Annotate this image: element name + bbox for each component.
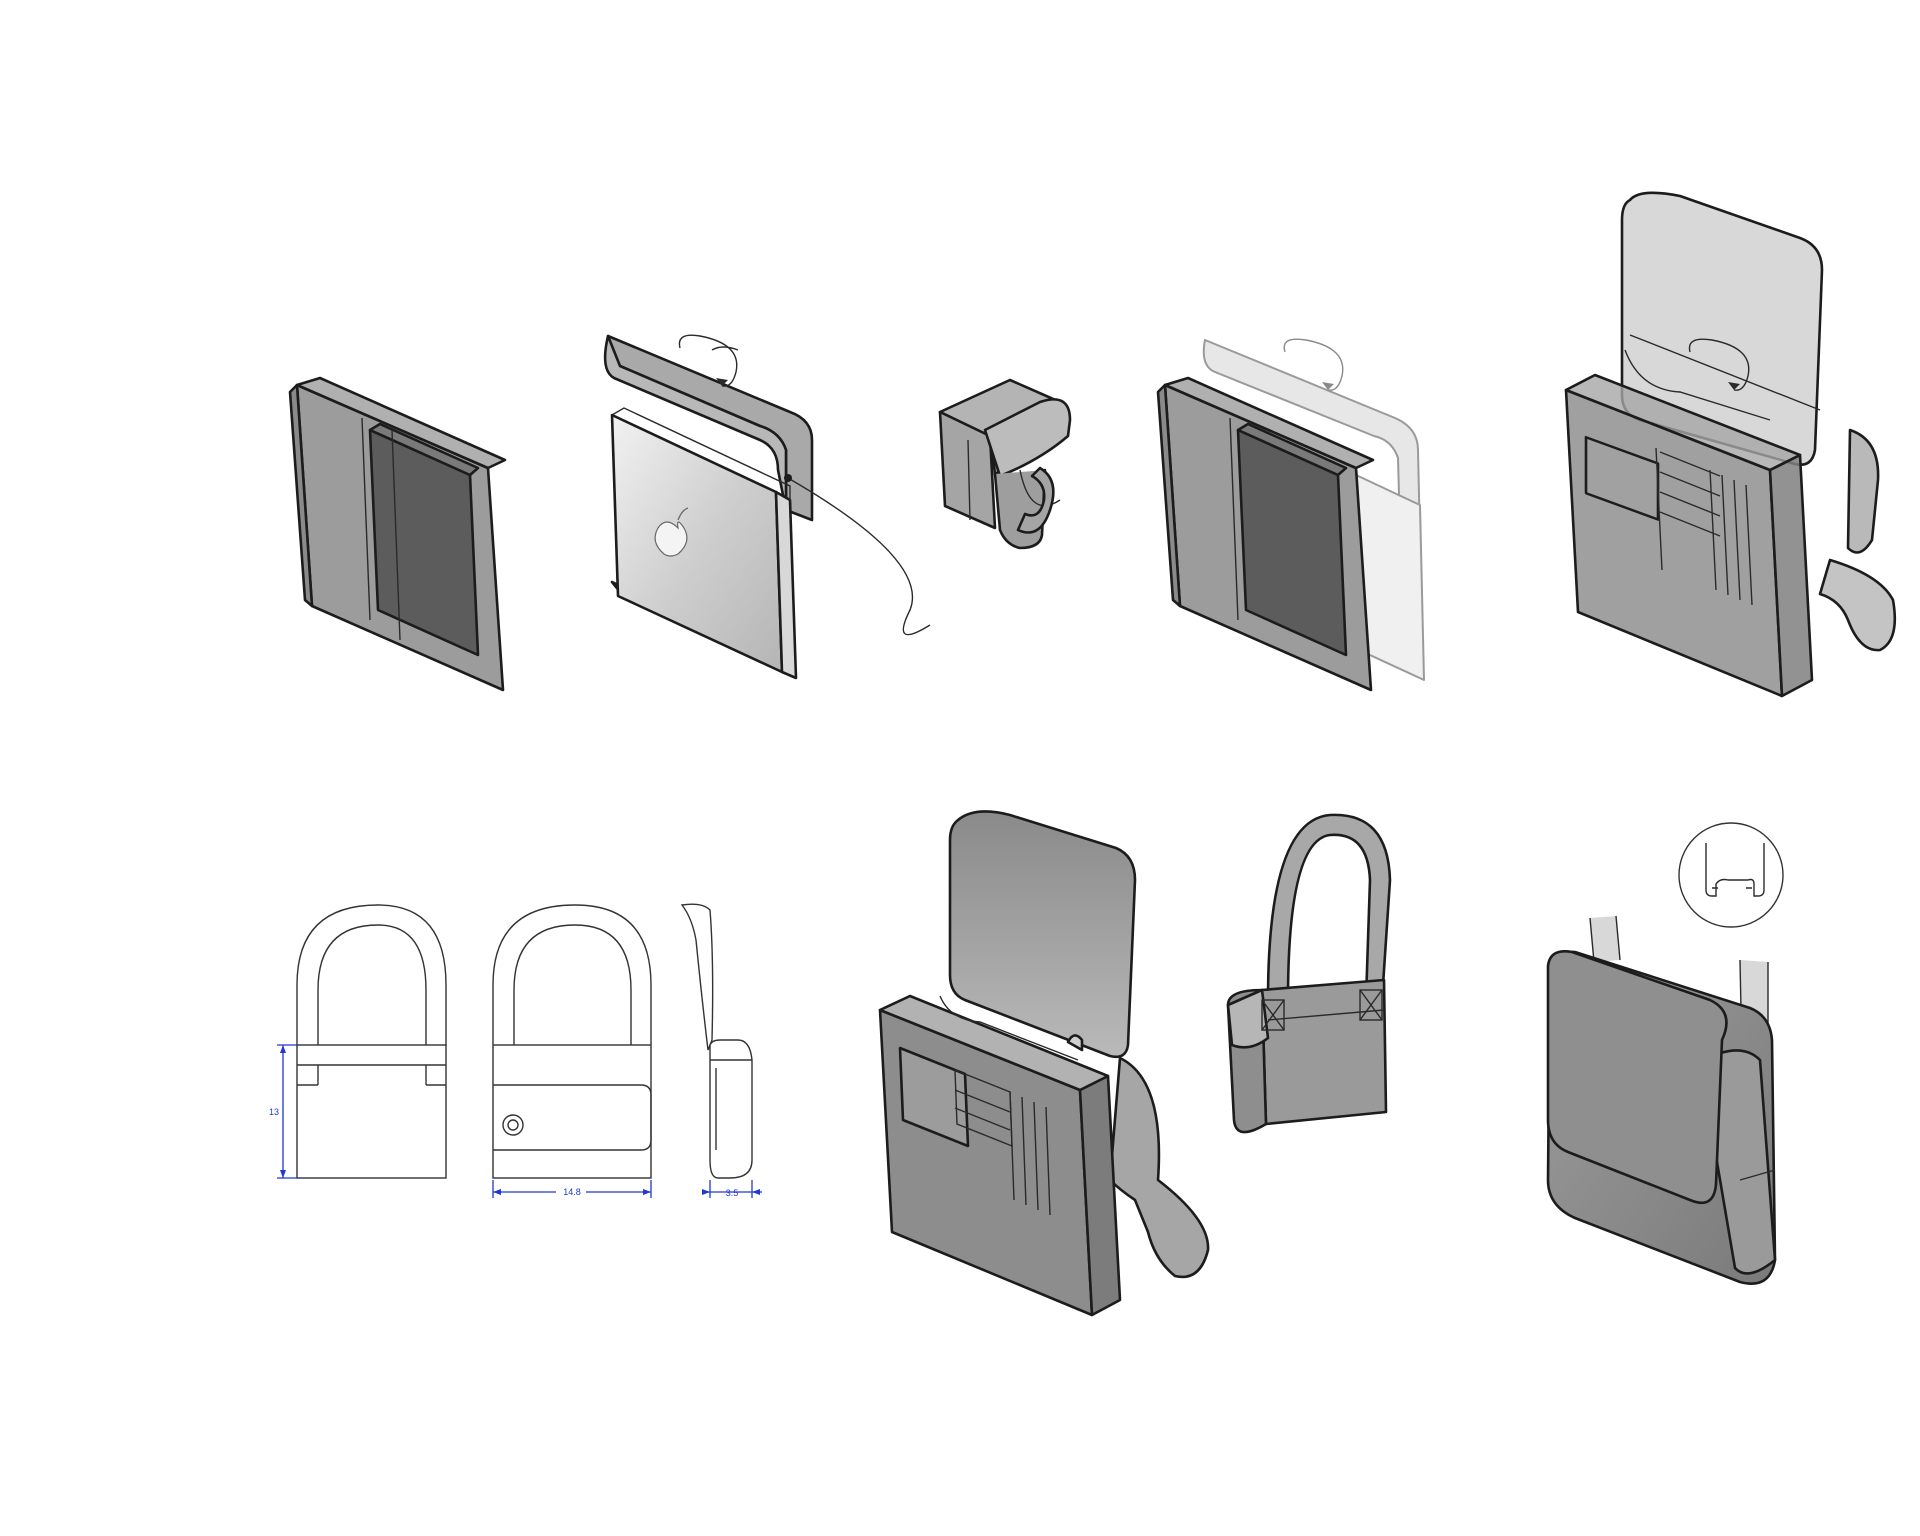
sketch-combined-ghost xyxy=(1156,338,1425,692)
circle-detail-icon xyxy=(502,1114,524,1136)
dimension-width-label: 14.8 xyxy=(563,1187,581,1197)
dimension-height: 13 xyxy=(269,1044,297,1179)
sketch-laptop-insert xyxy=(603,334,931,680)
sketch-open-bag xyxy=(878,810,1210,1317)
organizer-slots xyxy=(1655,447,1753,606)
sketch-assembled-transparent xyxy=(1564,191,1897,698)
apple-icon xyxy=(654,507,689,557)
circle-detail-icon xyxy=(1678,822,1784,928)
sketch-shoulder-bag xyxy=(1226,813,1392,1134)
sketch-closed-bag xyxy=(1546,822,1784,1285)
organizer-slots xyxy=(954,1068,1051,1216)
dimension-depth: 3.5 xyxy=(702,1180,762,1198)
orthographic-front-view: 13 xyxy=(269,904,447,1179)
sketch-sleeve-pocket xyxy=(288,376,507,692)
rotate-arrow-icon xyxy=(1688,338,1750,391)
rotate-arrow-icon xyxy=(678,334,739,387)
dimension-height-label: 13 xyxy=(269,1107,279,1117)
dimension-width: 14.8 xyxy=(492,1180,652,1198)
orthographic-back-view: 14.8 xyxy=(492,904,652,1198)
orthographic-side-view: 3.5 xyxy=(680,903,762,1198)
rotate-arrow-icon xyxy=(1283,338,1344,391)
dimension-depth-label: 3.5 xyxy=(726,1188,739,1198)
sketch-folded-bag xyxy=(938,378,1072,550)
stitch-box xyxy=(1261,989,1383,1031)
